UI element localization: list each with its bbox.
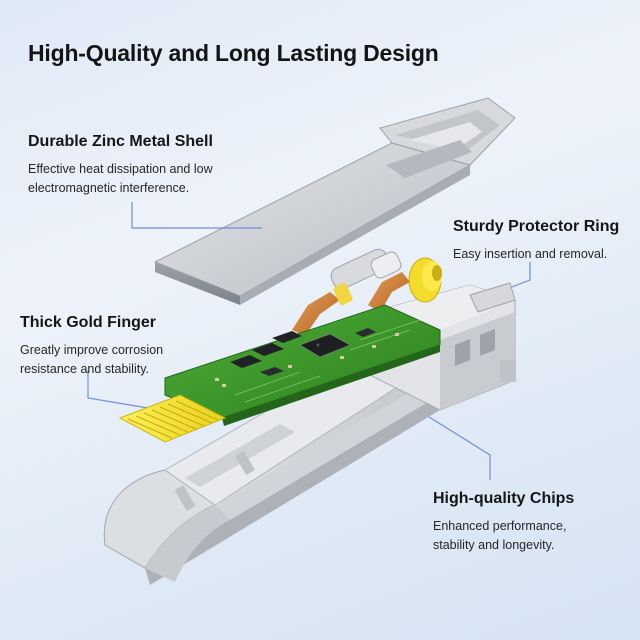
chip-small-5 (355, 328, 376, 337)
feature-description-line: electromagnetic interference. (28, 181, 190, 195)
feature-heading: Sturdy Protector Ring (453, 218, 620, 235)
feature-description-line: Greatly improve corrosion (20, 343, 164, 357)
chip-small-4 (260, 367, 284, 376)
pcb-board (164, 304, 441, 426)
feature-description: Greatly improve corrosion resistance and… (20, 341, 210, 379)
feature-description: Enhanced performance, stability and long… (433, 517, 623, 555)
feature-heading: High-quality Chips (433, 490, 575, 507)
chip-small-3 (272, 331, 302, 343)
chip-small-2 (252, 343, 284, 356)
optical-protector-ring (292, 248, 442, 336)
feature-high-quality-chips: High-quality Chips Enhanced performance,… (433, 490, 623, 555)
base-housing (103, 282, 516, 585)
feature-description-line: Effective heat dissipation and low (28, 162, 213, 176)
feature-description-line: resistance and stability. (20, 362, 149, 376)
feature-description-line: Enhanced performance, (433, 519, 567, 533)
leader-line-shell (131, 202, 262, 229)
feature-zinc-metal-shell: Durable Zinc Metal Shell Effective heat … (28, 133, 268, 198)
leader-line-gold (87, 370, 161, 411)
feature-heading: Durable Zinc Metal Shell (28, 133, 213, 150)
zinc-shell-lid (153, 97, 516, 305)
feature-description-line: stability and longevity. (433, 538, 555, 552)
feature-protector-ring: Sturdy Protector Ring Easy insertion and… (453, 218, 638, 264)
chip-main (299, 333, 351, 358)
page-title: High-Quality and Long Lasting Design (28, 40, 439, 66)
chip-small-1 (230, 355, 262, 368)
feature-description-line: Easy insertion and removal. (453, 247, 608, 261)
gold-finger (118, 394, 227, 443)
feature-heading: Thick Gold Finger (20, 314, 157, 331)
feature-description: Effective heat dissipation and low elect… (28, 160, 268, 198)
feature-gold-finger: Thick Gold Finger Greatly improve corros… (20, 314, 210, 379)
feature-description: Easy insertion and removal. (453, 245, 638, 264)
